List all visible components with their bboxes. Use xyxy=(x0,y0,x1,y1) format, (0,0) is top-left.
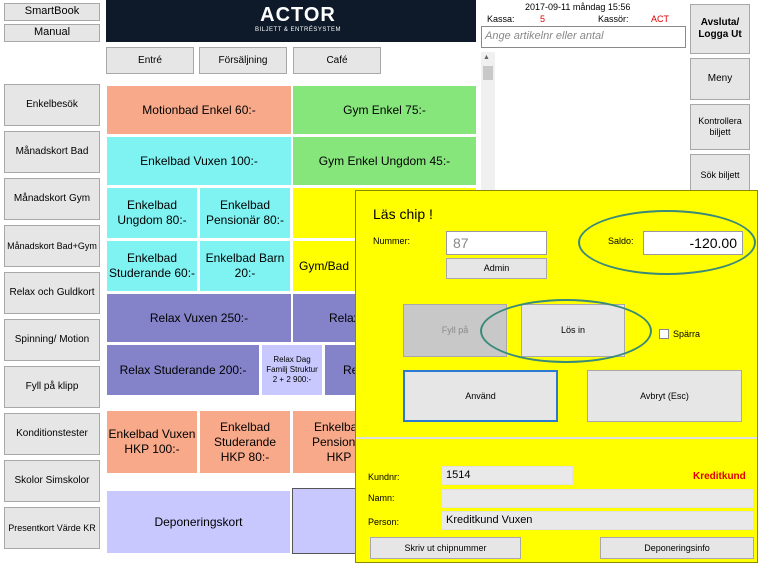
manual-button[interactable]: Manual xyxy=(4,24,100,42)
nummer-field[interactable]: 87 xyxy=(446,231,547,255)
scroll-thumb[interactable] xyxy=(483,66,493,80)
tab-forsaljning[interactable]: Försäljning xyxy=(199,47,287,74)
kreditkund-status: Kreditkund xyxy=(693,471,746,482)
admin-button[interactable]: Admin xyxy=(446,258,547,279)
read-chip-dialog: Läs chip ! Nummer: 87 Admin Saldo: -120.… xyxy=(355,190,758,563)
sidebar-item-manadskort-gym[interactable]: Månadskort Gym xyxy=(4,178,100,220)
kassa-value: 5 xyxy=(540,14,546,24)
tile-enkelbad-vuxen-hkp[interactable]: Enkelbad Vuxen HKP 100:- xyxy=(106,410,198,474)
sidebar-item-manadskort-bad[interactable]: Månadskort Bad xyxy=(4,131,100,173)
kundnr-field[interactable]: 1514 xyxy=(441,466,573,485)
logo-name: ACTOR xyxy=(260,4,336,26)
tile-gym-enkel-ungdom[interactable]: Gym Enkel Ungdom 45:- xyxy=(292,136,477,186)
logout-button[interactable]: Avsluta/ Logga Ut xyxy=(690,4,750,54)
namn-label: Namn: xyxy=(368,493,395,503)
sidebar-item-manadskort-bad-gym[interactable]: Månadskort Bad+Gym xyxy=(4,225,100,267)
sidebar-item-spinning-motion[interactable]: Spinning/ Motion xyxy=(4,319,100,361)
tile-enkelbad-vuxen[interactable]: Enkelbad Vuxen 100:- xyxy=(106,136,292,186)
check-ticket-button[interactable]: Kontrollera biljett xyxy=(690,104,750,150)
sidebar-item-presentkort[interactable]: Presentkort Värde KR xyxy=(4,507,100,549)
sparra-label: Spärra xyxy=(673,329,701,339)
sidebar-item-konditionstester[interactable]: Konditionstester xyxy=(4,413,100,455)
tile-relax-vuxen[interactable]: Relax Vuxen 250:- xyxy=(106,293,292,343)
saldo-highlight-ring xyxy=(578,210,756,275)
smartbook-button[interactable]: SmartBook xyxy=(4,3,100,21)
tile-enkelbad-ungdom[interactable]: Enkelbad Ungdom 80:- xyxy=(106,187,198,239)
nummer-label: Nummer: xyxy=(373,236,411,246)
scroll-up-icon[interactable]: ▲ xyxy=(483,54,490,61)
sidebar-item-enkelbesok[interactable]: Enkelbesök xyxy=(4,84,100,126)
los-in-highlight-ring xyxy=(480,299,652,363)
tile-relax-dag-familj[interactable]: Relax Dag Familj Struktur 2 + 2 900:- xyxy=(261,344,323,396)
tile-enkelbad-pensionar[interactable]: Enkelbad Pensionär 80:- xyxy=(199,187,291,239)
tile-enkelbad-studerande-hkp[interactable]: Enkelbad Studerande HKP 80:- xyxy=(199,410,291,474)
tile-motionbad-enkel[interactable]: Motionbad Enkel 60:- xyxy=(106,85,292,135)
tab-entre[interactable]: Entré xyxy=(106,47,194,74)
tab-cafe[interactable]: Café xyxy=(293,47,381,74)
logo-banner: ACTOR BILJETT & ENTRÉSYSTEM xyxy=(106,0,476,42)
deponeringsinfo-button[interactable]: Deponeringsinfo xyxy=(600,537,754,559)
menu-button[interactable]: Meny xyxy=(690,58,750,100)
namn-field[interactable] xyxy=(441,489,754,508)
kassor-label: Kassör: xyxy=(598,14,629,24)
tile-gym-enkel[interactable]: Gym Enkel 75:- xyxy=(292,85,477,135)
tile-enkelbad-barn[interactable]: Enkelbad Barn 20:- xyxy=(199,240,291,292)
logo-tagline: BILJETT & ENTRÉSYSTEM xyxy=(254,27,342,33)
kassor-value: ACT xyxy=(651,14,669,24)
person-field[interactable]: Kreditkund Vuxen xyxy=(441,511,754,530)
print-chipnumber-button[interactable]: Skriv ut chipnummer xyxy=(370,537,521,559)
person-label: Person: xyxy=(368,517,400,527)
tile-relax-studerande[interactable]: Relax Studerande 200:- xyxy=(106,344,260,396)
tile-deponeringskort[interactable]: Deponeringskort xyxy=(106,490,291,554)
kundnr-label: Kundnr: xyxy=(368,472,400,482)
sparra-checkbox[interactable] xyxy=(659,329,669,339)
dialog-title: Läs chip ! xyxy=(373,206,433,222)
sidebar-item-fyll-pa-klipp[interactable]: Fyll på klipp xyxy=(4,366,100,408)
sidebar-item-skolor-simskolor[interactable]: Skolor Simskolor xyxy=(4,460,100,502)
dialog-divider xyxy=(356,437,757,439)
list-scrollbar[interactable]: ▲ xyxy=(481,52,495,192)
article-input[interactable]: Ange artikelnr eller antal xyxy=(481,26,686,48)
kassa-label: Kassa: xyxy=(487,14,515,24)
avbryt-button[interactable]: Avbryt (Esc) xyxy=(587,370,742,422)
tile-enkelbad-studerande[interactable]: Enkelbad Studerande 60:- xyxy=(106,240,198,292)
sidebar-item-relax-guldkort[interactable]: Relax och Guldkort xyxy=(4,272,100,314)
search-ticket-button[interactable]: Sök biljett xyxy=(690,154,750,196)
datetime-text: 2017-09-11 måndag 15:56 xyxy=(525,2,631,12)
anvand-button[interactable]: Använd xyxy=(403,370,558,422)
